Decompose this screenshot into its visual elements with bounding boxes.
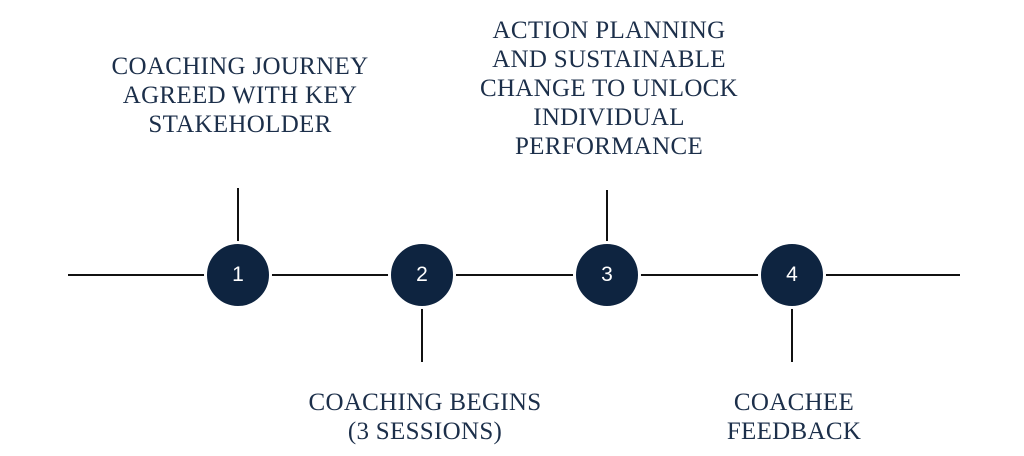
step-2-node: 2 <box>388 241 456 309</box>
step-1-label: COACHING JOURNEY AGREED WITH KEY STAKEHO… <box>111 53 369 138</box>
connector-step-2 <box>421 306 423 362</box>
step-4-node: 4 <box>758 241 826 309</box>
step-1-node: 1 <box>204 241 272 309</box>
step-4-label: COACHEE FEEDBACK <box>726 389 862 445</box>
step-2-label: COACHING BEGINS (3 SESSIONS) <box>308 389 542 445</box>
timeline-axis <box>68 274 960 276</box>
step-3-label: ACTION PLANNING AND SUSTAINABLE CHANGE T… <box>479 17 739 160</box>
connector-step-4 <box>791 306 793 362</box>
step-3-node: 3 <box>573 241 641 309</box>
connector-step-1 <box>237 188 239 244</box>
connector-step-3 <box>606 190 608 244</box>
